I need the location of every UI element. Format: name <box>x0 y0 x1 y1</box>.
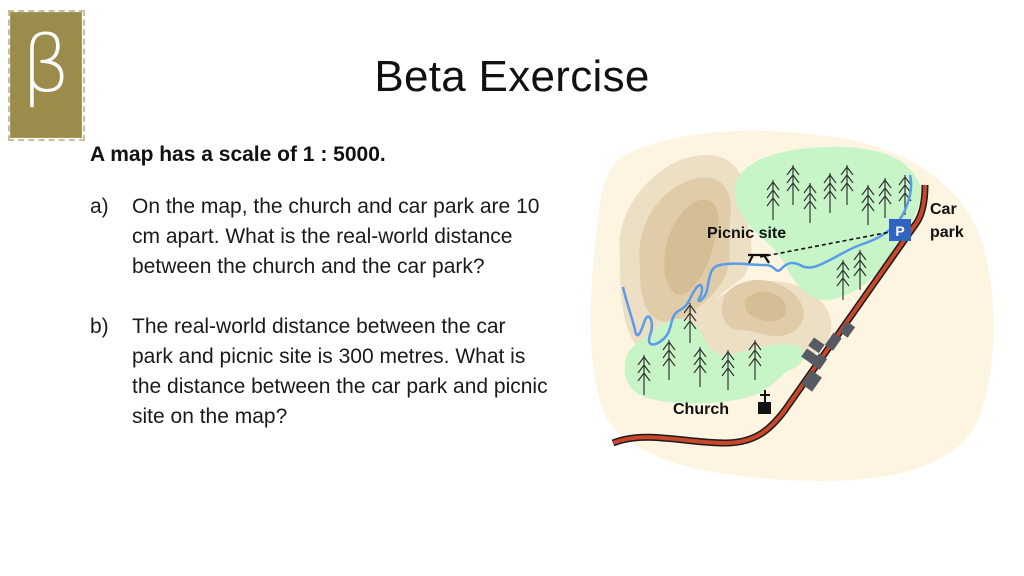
question-label: b) <box>90 315 109 338</box>
problem-lead: A map has a scale of 1 : 5000. <box>90 143 386 166</box>
tree-icons <box>637 165 912 395</box>
forest-south <box>624 318 805 404</box>
hill-inner <box>664 199 719 295</box>
hill2-inner <box>744 291 787 322</box>
church-icon <box>758 390 771 414</box>
picnic-site-label: Picnic site <box>707 225 786 242</box>
question-text: The real-world distance between the car … <box>132 315 548 428</box>
map-illustration: P Picnic site Car park Church <box>585 125 1005 485</box>
church-label: Church <box>673 401 729 418</box>
parking-symbol: P <box>895 223 904 239</box>
car-park-label-line1: Car <box>930 201 957 218</box>
question-text: On the map, the church and car park are … <box>132 195 540 278</box>
picnic-table-icon <box>748 253 770 264</box>
beta-glyph: β <box>21 20 71 110</box>
car-park-label-line2: park <box>930 224 964 241</box>
question-b: b) The real-world distance between the c… <box>90 312 550 432</box>
question-label: a) <box>90 195 109 218</box>
problem-text: A map has a scale of 1 : 5000. a) On the… <box>90 142 550 462</box>
parking-icon <box>889 219 911 241</box>
beta-logo: β <box>8 10 85 141</box>
page-title: Beta Exercise <box>374 52 650 101</box>
question-a: a) On the map, the church and car park a… <box>90 192 550 282</box>
river <box>621 174 913 346</box>
road <box>611 184 929 447</box>
distance-line <box>759 231 891 258</box>
buildings <box>801 321 856 392</box>
forest-north <box>735 146 921 301</box>
